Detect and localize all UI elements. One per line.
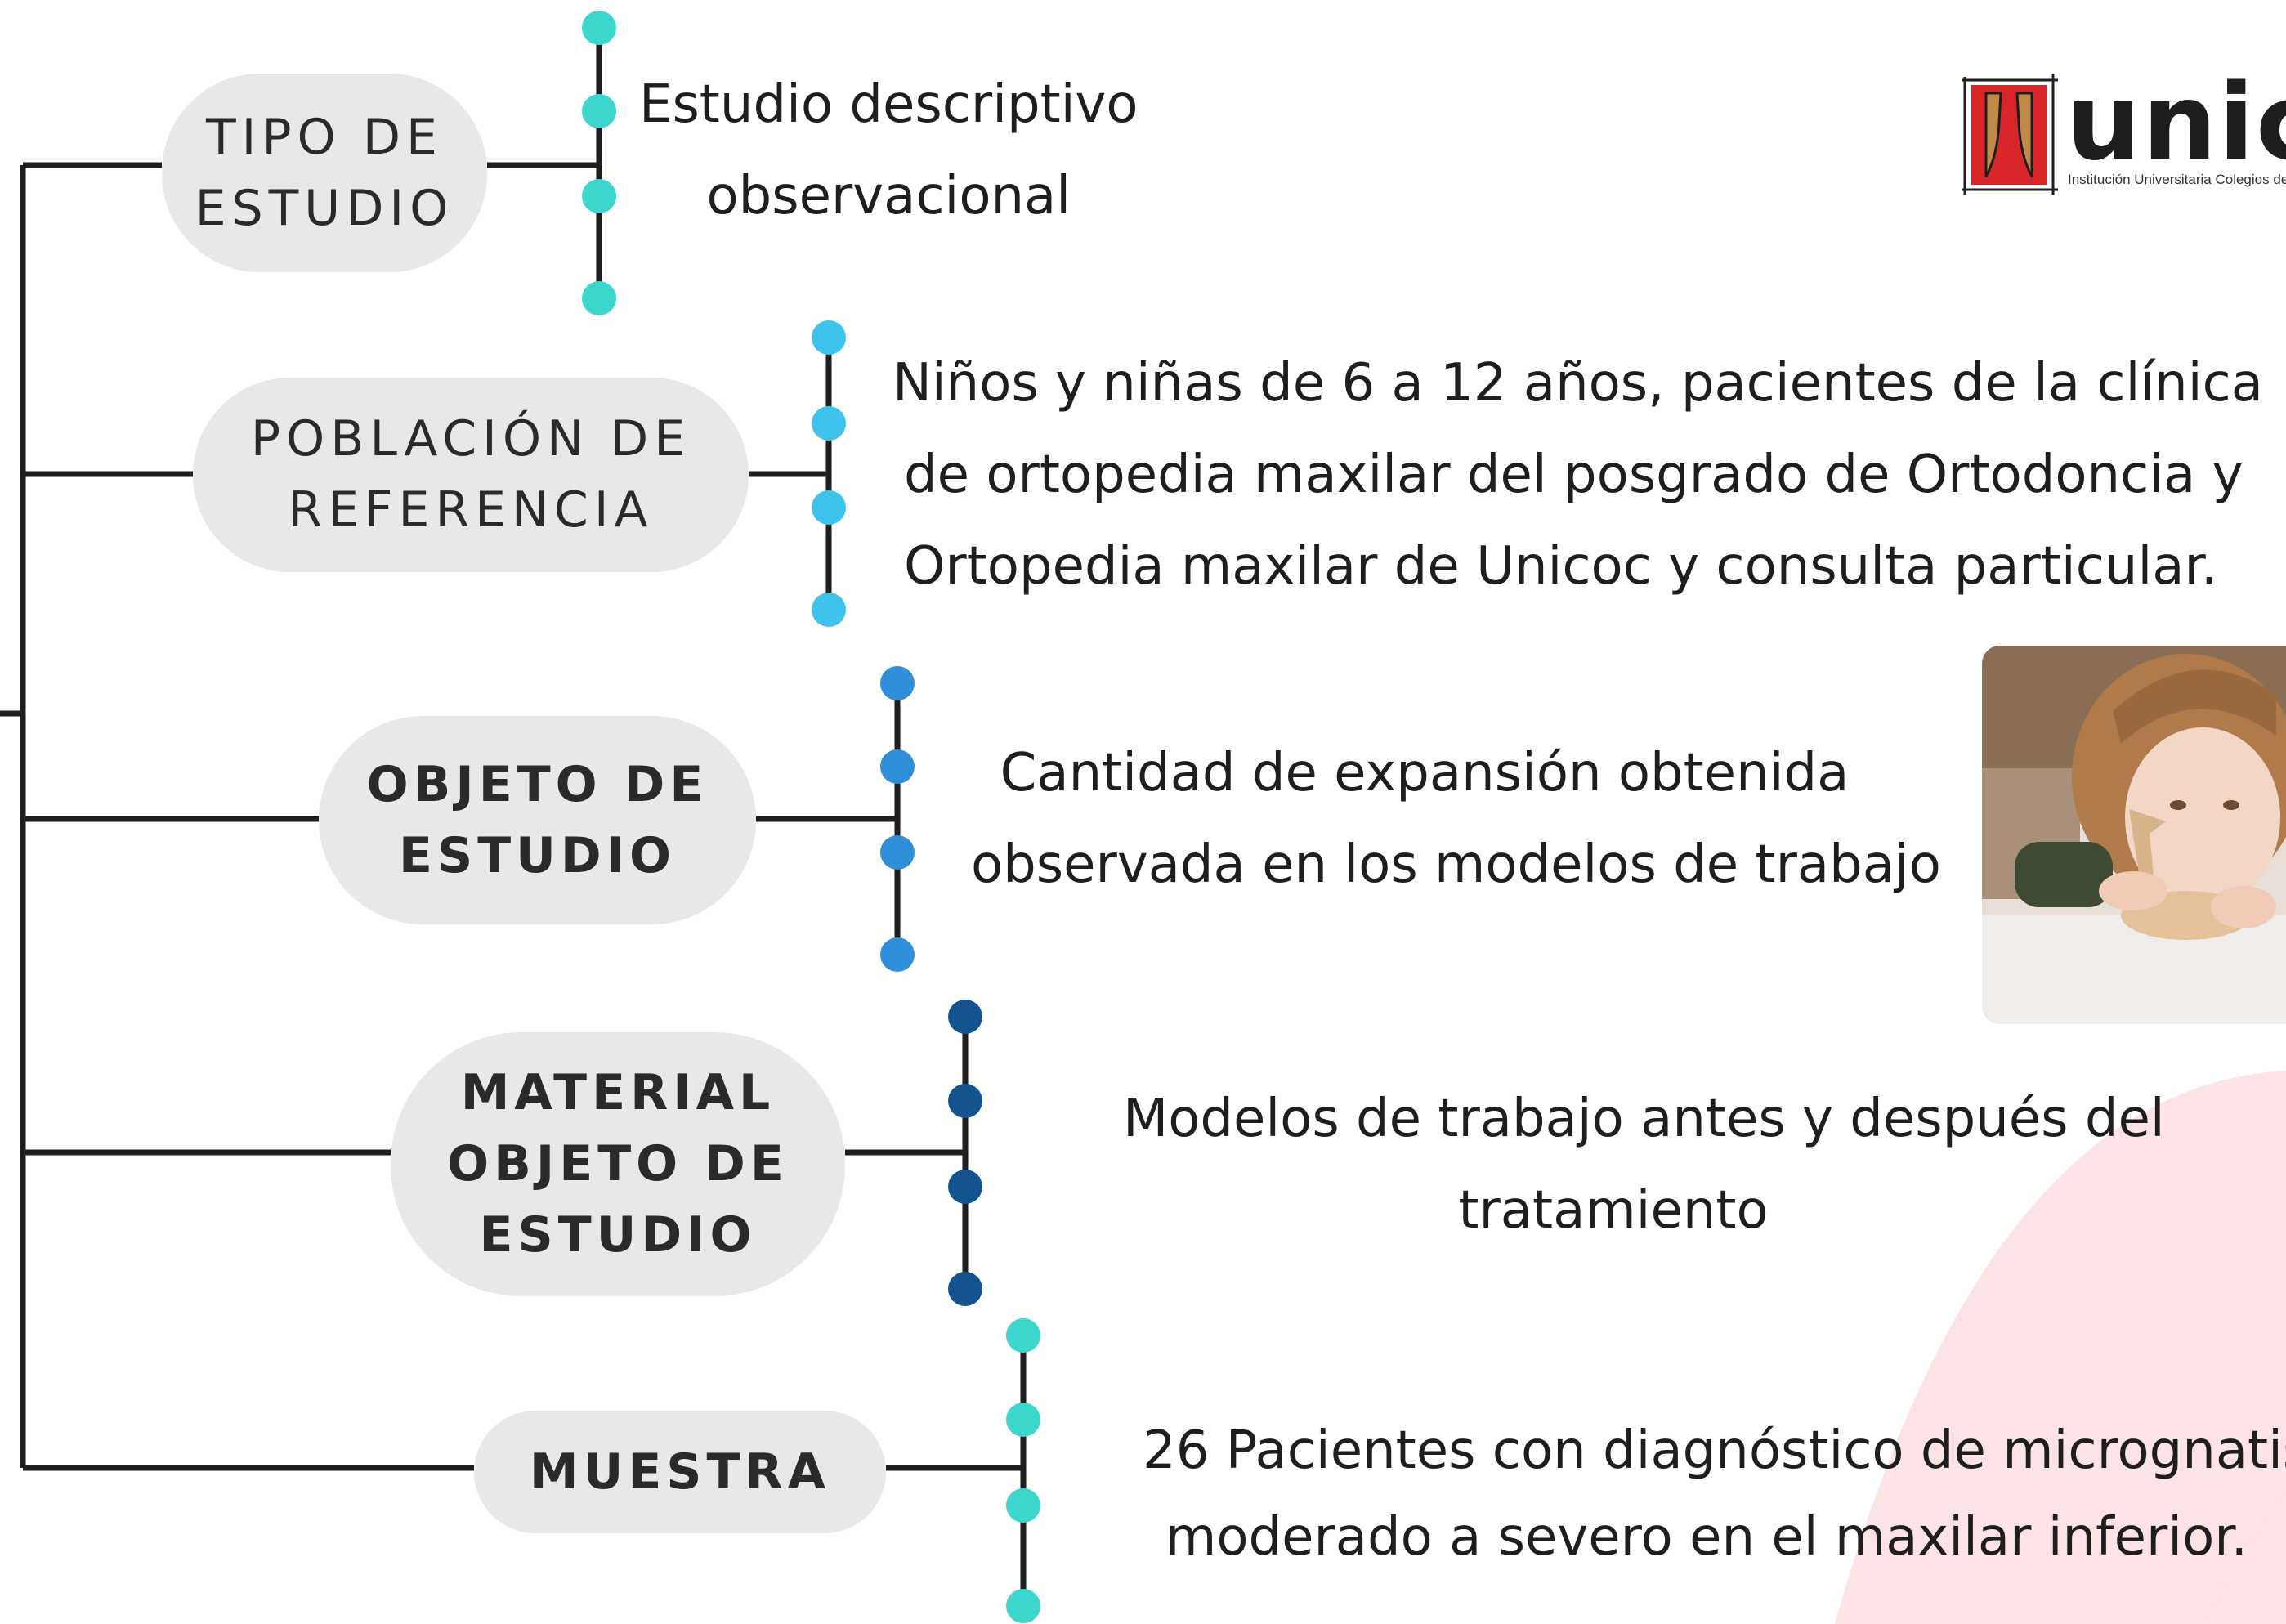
unicoc-logo: unicoc Institución Universitaria Colegio… [1962, 65, 2286, 204]
rail-dot [582, 94, 616, 128]
rail-dot [812, 593, 846, 627]
description-line: Modelos de trabajo antes y después del [1123, 1089, 2165, 1149]
rail-dot [812, 406, 846, 441]
description-line: observada en los modelos de trabajo [971, 834, 1941, 895]
rail-dot [880, 835, 915, 870]
description-material: Modelos de trabajo antes y después del t… [1123, 1073, 2165, 1256]
rail-dot [948, 1000, 982, 1034]
rail-dot [948, 1170, 982, 1204]
child-playing-wooden-toys-photo [1982, 646, 2286, 1024]
description-objeto-de-estudio: Cantidad de expansión obtenida observada… [971, 727, 1941, 910]
rail-dot [880, 937, 915, 972]
description-poblacion: Niños y niñas de 6 a 12 años, pacientes … [892, 338, 2263, 612]
description-line: observacional [706, 166, 1071, 226]
description-line: Ortopedia maxilar de Unicoc y consulta p… [904, 536, 2218, 597]
pill-label: MATERIAL OBJETO DE ESTUDIO [447, 1064, 789, 1264]
description-tipo-de-estudio: Estudio descriptivo observacional [639, 59, 1139, 242]
branch-pill-muestra: MUESTRA [474, 1411, 886, 1533]
branch-pill-tipo-de-estudio: TIPO DE ESTUDIO [162, 74, 487, 272]
description-line: 26 Pacientes con diagnóstico de microgna… [1143, 1420, 2286, 1481]
rail-dot [582, 281, 616, 315]
branch-pill-objeto-de-estudio: OBJETO DE ESTUDIO [319, 716, 756, 924]
unicoc-emblem-icon [1962, 74, 2058, 195]
rail-dot [880, 749, 915, 784]
description-line: Estudio descriptivo [639, 74, 1139, 135]
rail-dot [948, 1084, 982, 1118]
rail-dot [812, 320, 846, 355]
rail-dot [880, 666, 915, 700]
branch-pill-poblacion-de-referencia: POBLACIÓN DE REFERENCIA [193, 378, 749, 572]
rail-dot [812, 490, 846, 525]
pill-label: MUESTRA [529, 1443, 831, 1501]
description-line: Cantidad de expansión obtenida [1000, 743, 1850, 803]
description-line: tratamiento [1458, 1180, 1769, 1241]
logo-tagline: Institución Universitaria Colegios de Co… [2068, 172, 2286, 187]
pink-decorative-arc [1835, 1071, 2286, 1624]
rail-dot [1006, 1488, 1040, 1523]
rail-dot [948, 1272, 982, 1306]
pink-decorative-stripe [2199, 1496, 2286, 1624]
pill-label: OBJETO DE ESTUDIO [366, 755, 709, 884]
description-line: Niños y niñas de 6 a 12 años, pacientes … [892, 353, 2263, 414]
pill-label: TIPO DE ESTUDIO [195, 108, 454, 237]
rail-dot [1006, 1403, 1040, 1437]
pill-label: POBLACIÓN DE REFERENCIA [250, 410, 691, 539]
branch-pill-material-objeto-de-estudio: MATERIAL OBJETO DE ESTUDIO [391, 1032, 845, 1296]
rail-dot [1006, 1318, 1040, 1353]
description-line: moderado a severo en el maxilar inferior… [1165, 1507, 2248, 1568]
rail-dot [1006, 1589, 1040, 1623]
description-line: de ortopedia maxilar del posgrado de Ort… [904, 445, 2244, 505]
logo-wordmark: unicoc [2066, 65, 2286, 184]
rail-dot [582, 11, 616, 45]
description-muestra: 26 Pacientes con diagnóstico de microgna… [1143, 1407, 2286, 1581]
rail-dot [582, 179, 616, 213]
